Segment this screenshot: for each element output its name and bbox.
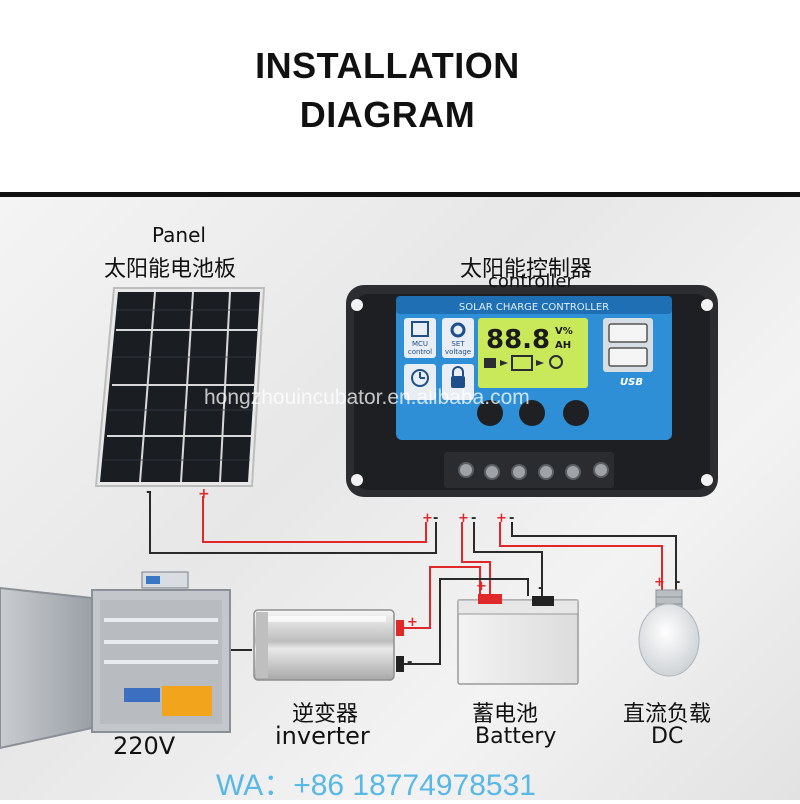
controller-button-1 bbox=[477, 400, 503, 426]
inverter-negative-wire bbox=[404, 578, 529, 665]
controller-header-text: SOLAR CHARGE CONTROLLER bbox=[459, 302, 609, 313]
lcd-bulb-icon bbox=[549, 355, 563, 369]
battery-image bbox=[457, 594, 579, 685]
panel-label-en: Panel bbox=[152, 223, 206, 247]
inverter-image bbox=[253, 609, 404, 681]
controller-button-3 bbox=[563, 400, 589, 426]
load-negative-mark: - bbox=[675, 575, 680, 590]
lcd-unit-top: V% bbox=[555, 326, 573, 337]
lcd-panel-icon bbox=[484, 358, 496, 368]
terminal-mark-5: + bbox=[496, 511, 507, 526]
terminal-screw-4 bbox=[538, 464, 554, 480]
inverter-negative-terminal bbox=[396, 656, 404, 672]
battery-label-en: Battery bbox=[475, 724, 557, 749]
inverter-positive-mark: + bbox=[407, 615, 418, 630]
panel-negative-mark: - bbox=[146, 484, 152, 500]
inverter-positive-terminal bbox=[396, 620, 404, 636]
diagram-title-line-1: INSTALLATION bbox=[255, 45, 520, 86]
inverter-negative-mark: - bbox=[407, 655, 412, 670]
inverter-positive-wire bbox=[404, 566, 481, 629]
set-label-2: voltage bbox=[445, 348, 471, 356]
incubator-voltage-label: 220V bbox=[113, 732, 176, 760]
watermark-text: hongzhouincubator.en.alibaba.com bbox=[204, 386, 530, 409]
mcu-label-2: control bbox=[408, 348, 432, 356]
terminal-screw-6 bbox=[593, 462, 609, 478]
terminal-screw-3 bbox=[511, 464, 527, 480]
usb-port-2 bbox=[608, 347, 648, 367]
controller-button-2 bbox=[519, 400, 545, 426]
diagram-title-line-2: DIAGRAM bbox=[299, 94, 476, 135]
panel-negative-wire bbox=[149, 492, 437, 554]
wiring bbox=[149, 492, 677, 665]
battery-positive-terminal bbox=[478, 594, 502, 604]
usb-port-1 bbox=[608, 323, 648, 343]
contact-whatsapp: WA：+86 18774978531 bbox=[216, 769, 536, 802]
terminal-screw-5 bbox=[565, 464, 581, 480]
lcd-digits: 88.8 bbox=[486, 325, 550, 355]
bulb-image bbox=[638, 589, 700, 677]
terminal-mark-1: + bbox=[422, 511, 433, 526]
dc-load-label-en: DC bbox=[651, 724, 684, 749]
panel-positive-mark: + bbox=[198, 486, 210, 502]
lcd-screen bbox=[478, 318, 588, 388]
set-label-1: SET bbox=[451, 340, 465, 348]
charge-controller-image bbox=[346, 285, 718, 497]
controller-label-en: controller bbox=[488, 271, 574, 292]
incubator-image bbox=[0, 571, 231, 750]
terminal-screw-2 bbox=[484, 464, 500, 480]
battery-label-cn: 蓄电池 bbox=[472, 702, 539, 727]
lcd-arrow-icon bbox=[500, 360, 508, 366]
solar-panel-image bbox=[94, 287, 266, 487]
lcd-unit-bottom: AH bbox=[555, 340, 571, 351]
controller-label-cn: 太阳能控制器 bbox=[460, 257, 593, 282]
inverter-label-en: inverter bbox=[275, 722, 370, 750]
dc-load-label-cn: 直流负载 bbox=[623, 702, 712, 727]
gear-icon bbox=[450, 322, 466, 338]
load-negative-wire bbox=[511, 522, 677, 590]
usb-label: USB bbox=[620, 377, 643, 388]
battery-negative-mark: - bbox=[538, 581, 543, 596]
load-positive-wire bbox=[499, 522, 663, 590]
panel-positive-wire bbox=[202, 496, 427, 543]
inverter-label-cn: 逆变器 bbox=[292, 702, 359, 727]
terminal-mark-3: + bbox=[458, 511, 469, 526]
clock-tile bbox=[404, 364, 436, 400]
terminal-mark-2: - bbox=[433, 511, 438, 526]
incubator-door bbox=[0, 586, 93, 750]
terminal-mark-6: - bbox=[509, 511, 514, 526]
lcd-battery-icon bbox=[511, 355, 533, 371]
battery-positive-mark: + bbox=[476, 579, 487, 594]
panel-label-cn: 太阳能电池板 bbox=[104, 257, 237, 282]
battery-negative-terminal bbox=[532, 596, 554, 606]
clock-icon bbox=[411, 369, 429, 387]
terminal-mark-4: - bbox=[471, 511, 476, 526]
battery-negative-wire bbox=[473, 522, 543, 596]
mcu-label-1: MCU bbox=[412, 340, 428, 348]
load-positive-mark: + bbox=[654, 575, 665, 590]
terminal-screw-1 bbox=[458, 462, 474, 478]
lock-icon bbox=[451, 376, 465, 388]
set-tile bbox=[442, 318, 474, 358]
